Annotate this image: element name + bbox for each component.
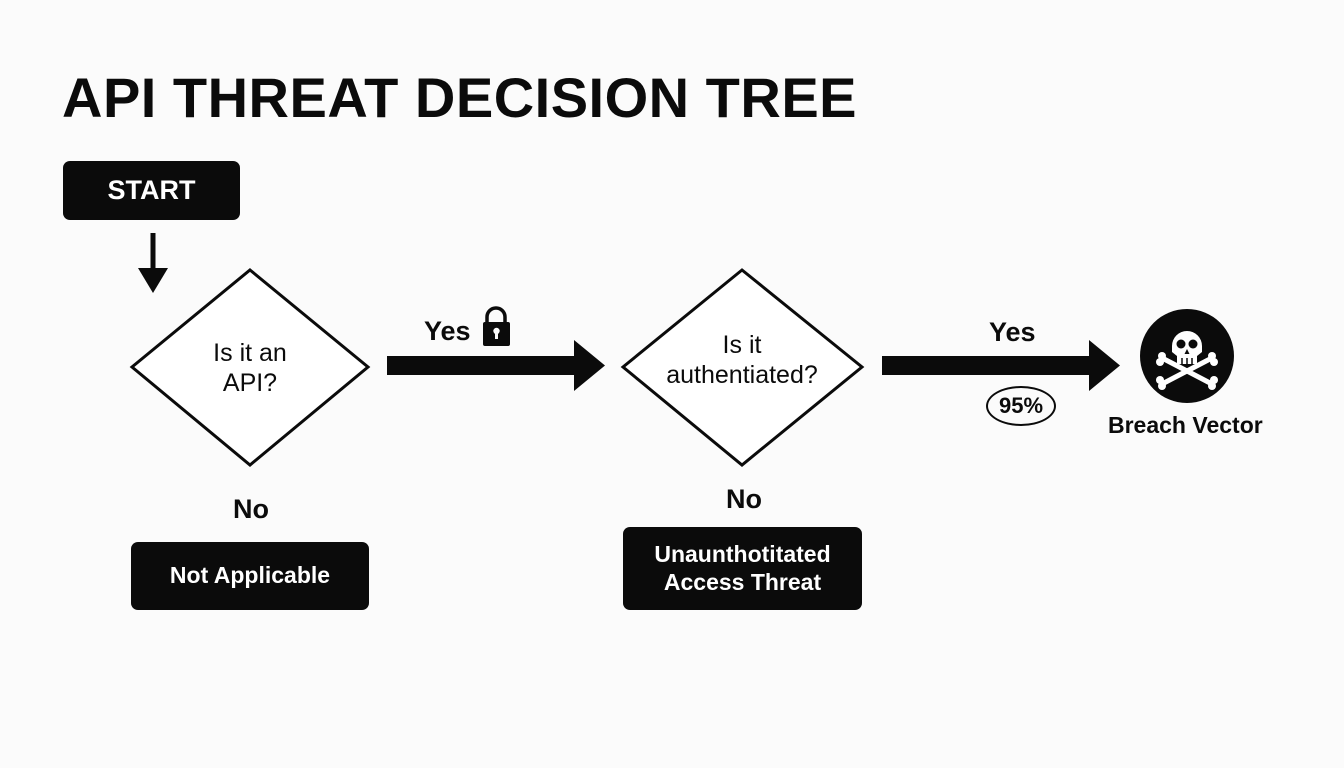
start-down-arrow: [138, 233, 168, 293]
decision-api-line2: API?: [222, 369, 278, 397]
breach-vector-label: Breach Vector: [1108, 412, 1263, 438]
decision-diamond-api: [129, 268, 371, 467]
probability-value: 95%: [998, 393, 1044, 418]
skull-crossbones-icon: [1140, 309, 1234, 403]
not-applicable-node: Not Applicable: [131, 542, 369, 610]
unauth-line2: Access Threat: [663, 568, 822, 595]
decision-auth-line2: authentiated?: [666, 361, 818, 389]
decision-auth-text: Is it authentiated?: [652, 330, 832, 390]
decision-api-text: Is it an API?: [170, 338, 330, 398]
padlock-icon: [483, 306, 510, 346]
start-label: START: [107, 175, 196, 206]
decision-diamond-auth: [620, 268, 865, 467]
unauthenticated-threat-node: Unaunthotitated Access Threat: [623, 527, 862, 610]
yes-arrow-1: [387, 340, 605, 391]
yes-arrow-2: [882, 340, 1120, 391]
page-title: API THREAT DECISION TREE: [62, 66, 858, 129]
yes-label-2: Yes: [989, 317, 1036, 347]
yes-label-1: Yes: [424, 316, 471, 346]
start-node: START: [63, 161, 240, 220]
decision-auth-line1: Is it: [722, 331, 762, 359]
unauth-line1: Unaunthotitated: [654, 540, 831, 567]
no-label-2: No: [726, 484, 762, 514]
probability-badge: 95%: [986, 386, 1056, 426]
no-label-1: No: [233, 494, 269, 524]
not-applicable-label: Not Applicable: [169, 562, 331, 589]
decision-api-line1: Is it an: [213, 339, 287, 367]
